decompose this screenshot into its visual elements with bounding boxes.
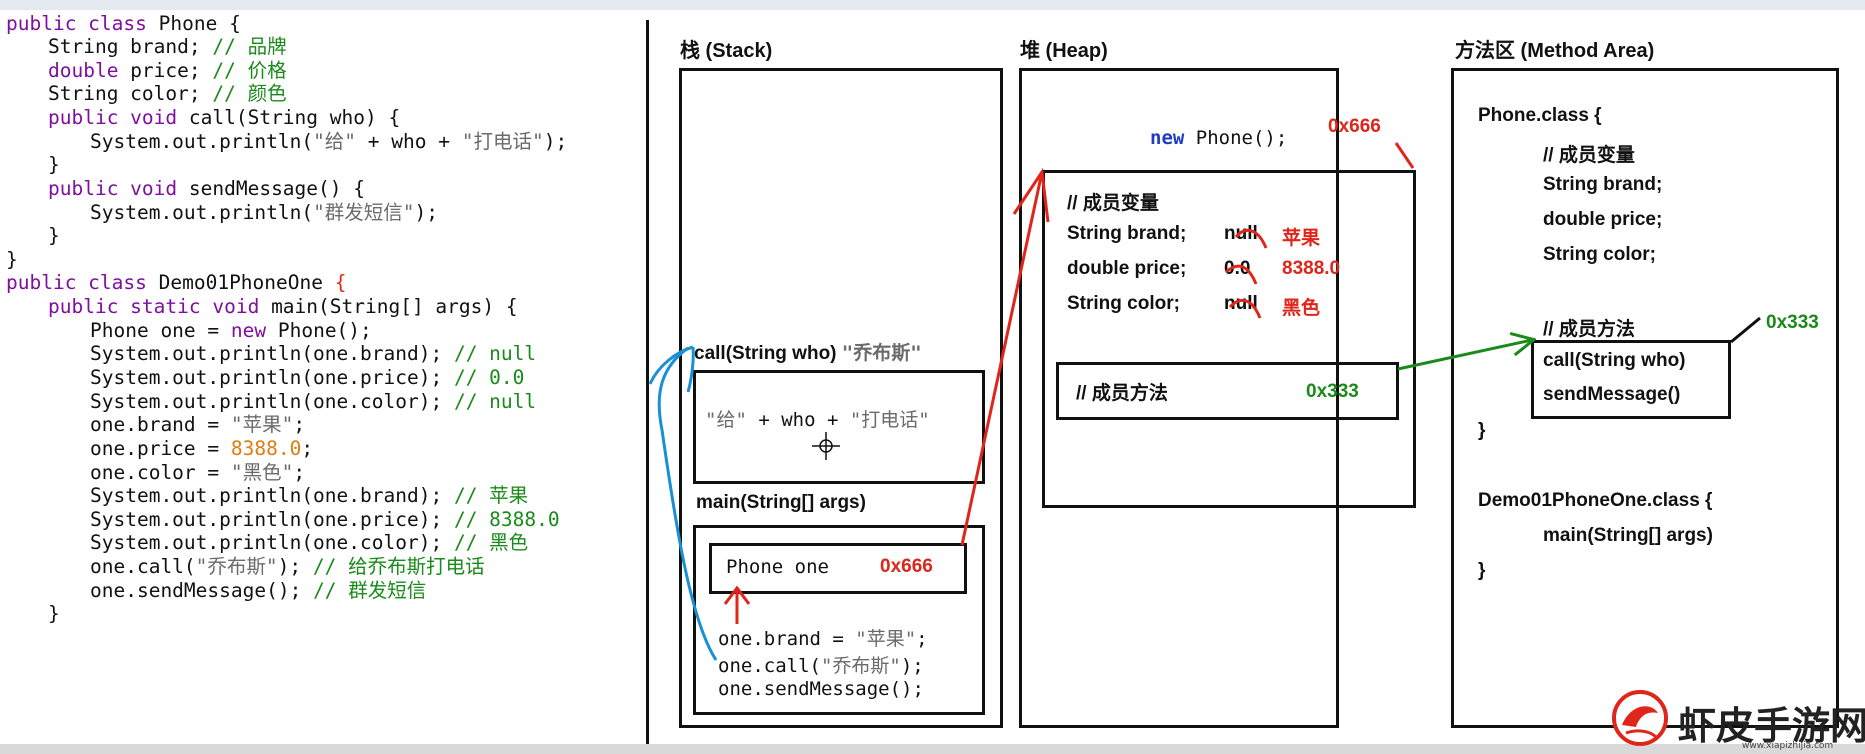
demo-class-close: } [1478, 560, 1486, 581]
code-line-5: public void call(String who) { [48, 106, 401, 129]
code-line-8: public void sendMessage() { [48, 177, 365, 200]
red-reference-arrowhead [1012, 167, 1050, 223]
blue-call-arrow [657, 346, 718, 661]
strike-color-null [1228, 298, 1262, 319]
red-up-arrow [723, 585, 751, 624]
bottom-bar [0, 744, 1865, 754]
code-line-19: one.price = 8388.0; [90, 437, 314, 460]
code-line-24: one.call("乔布斯"); // 给乔布斯打电话 [90, 555, 485, 578]
ma-methods-box [1531, 340, 1731, 419]
ma-methods-address: 0x333 [1766, 312, 1819, 333]
ma-field-color: String color; [1543, 244, 1656, 265]
heap-field-color: String color; [1067, 293, 1180, 314]
code-line-3: double price; // 价格 [48, 59, 287, 82]
heap-field-color-new: 黑色 [1282, 298, 1321, 319]
code-line-13: public static void main(String[] args) { [48, 295, 518, 318]
watermark-url: www.xiapizhijia.com [1742, 741, 1834, 751]
heap-address: 0x666 [1328, 116, 1381, 137]
strike-brand-null [1234, 228, 1268, 249]
ma-method-call: call(String who) [1543, 350, 1686, 371]
ma-field-brand: String brand; [1543, 174, 1663, 195]
top-bar [0, 0, 1865, 10]
code-line-11: } [6, 248, 18, 271]
code-line-25: one.sendMessage(); // 群发短信 [90, 579, 427, 602]
heap-field-color-old: null [1224, 293, 1258, 314]
code-line-17: System.out.println(one.color); // null [90, 390, 537, 413]
code-line-20: one.color = "黑色"; [90, 461, 306, 484]
ma-field-price: double price; [1543, 209, 1663, 230]
code-line-7: } [48, 153, 60, 176]
heap-field-price: double price; [1067, 258, 1187, 279]
heap-methods-comment: // 成员方法 [1076, 383, 1168, 404]
code-line-16: System.out.println(one.price); // 0.0 [90, 366, 525, 389]
demo-class-header: Demo01PhoneOne.class { [1478, 490, 1713, 511]
code-line-14: Phone one = new Phone(); [90, 319, 372, 342]
demo-main-method: main(String[] args) [1543, 525, 1713, 546]
heap-methods-address: 0x333 [1306, 381, 1359, 402]
call-frame-label: call(String who) "乔布斯" [694, 342, 922, 364]
ma-methods-comment: // 成员方法 [1543, 319, 1635, 340]
blue-call-arrowhead [648, 345, 695, 393]
heap-box [1019, 68, 1339, 728]
method-area-title: 方法区 (Method Area) [1455, 40, 1655, 62]
heap-title: 堆 (Heap) [1020, 40, 1108, 62]
code-line-26: } [48, 602, 60, 625]
code-line-1: public class Phone { [6, 12, 241, 35]
crosshair-cursor-icon [812, 432, 840, 460]
red-reference-arrow [960, 171, 1044, 546]
watermark-text: 虾皮手游网 [1678, 703, 1865, 748]
code-line-6: System.out.println("给" + who + "打电话"); [90, 130, 568, 153]
call-frame-body: "给" + who + "打电话" [705, 409, 930, 431]
heap-new-phone: new Phone(); [1150, 127, 1288, 149]
ma-method-sendmessage: sendMessage() [1543, 384, 1681, 405]
phone-class-close: } [1478, 420, 1486, 441]
code-panel: public class Phone { String brand; // 品牌… [6, 10, 646, 744]
code-line-2: String brand; // 品牌 [48, 35, 287, 58]
heap-field-price-new: 8388.0 [1282, 258, 1341, 279]
green-method-arrow [1397, 340, 1532, 371]
heap-field-price-old: 0.0 [1224, 258, 1251, 279]
heap-fields-comment: // 成员变量 [1067, 193, 1159, 214]
code-line-9: System.out.println("群发短信"); [90, 201, 439, 224]
phone-class-header: Phone.class { [1478, 105, 1602, 126]
stmt-brand: one.brand = "苹果"; [718, 628, 928, 650]
var-box [709, 543, 967, 594]
stmt-call: one.call("乔布斯"); [718, 655, 924, 677]
code-line-22: System.out.println(one.price); // 8388.0 [90, 508, 560, 531]
heap-methods-box [1056, 362, 1399, 420]
call-frame-box [693, 370, 985, 484]
code-line-15: System.out.println(one.brand); // null [90, 342, 537, 365]
code-line-23: System.out.println(one.color); // 黑色 [90, 531, 529, 554]
main-frame-box [693, 525, 985, 715]
code-line-4: String color; // 颜色 [48, 82, 287, 105]
stack-box [679, 68, 1003, 728]
code-line-21: System.out.println(one.brand); // 苹果 [90, 484, 529, 507]
stmt-sendmessage: one.sendMessage(); [718, 678, 924, 700]
heap-field-brand-new: 苹果 [1282, 228, 1321, 249]
red-tick-mark [1394, 142, 1415, 169]
main-frame-label: main(String[] args) [696, 492, 866, 513]
strike-price-zero [1224, 264, 1258, 285]
stack-title: 栈 (Stack) [680, 40, 773, 62]
ma-fields-comment: // 成员变量 [1543, 145, 1635, 166]
heap-field-brand: String brand; [1067, 223, 1187, 244]
green-tick-mark [1730, 316, 1761, 344]
phone-object-box [1042, 170, 1416, 508]
watermark-logo-icon [1612, 690, 1668, 746]
var-phone-one: Phone one [726, 556, 829, 578]
code-line-10: } [48, 224, 60, 247]
code-line-12: public class Demo01PhoneOne { [6, 271, 347, 294]
panel-divider [646, 20, 649, 744]
code-line-18: one.brand = "苹果"; [90, 413, 306, 436]
var-address: 0x666 [880, 556, 933, 577]
watermark: 虾皮手游网 www.xiapizhijia.com [1600, 685, 1865, 754]
